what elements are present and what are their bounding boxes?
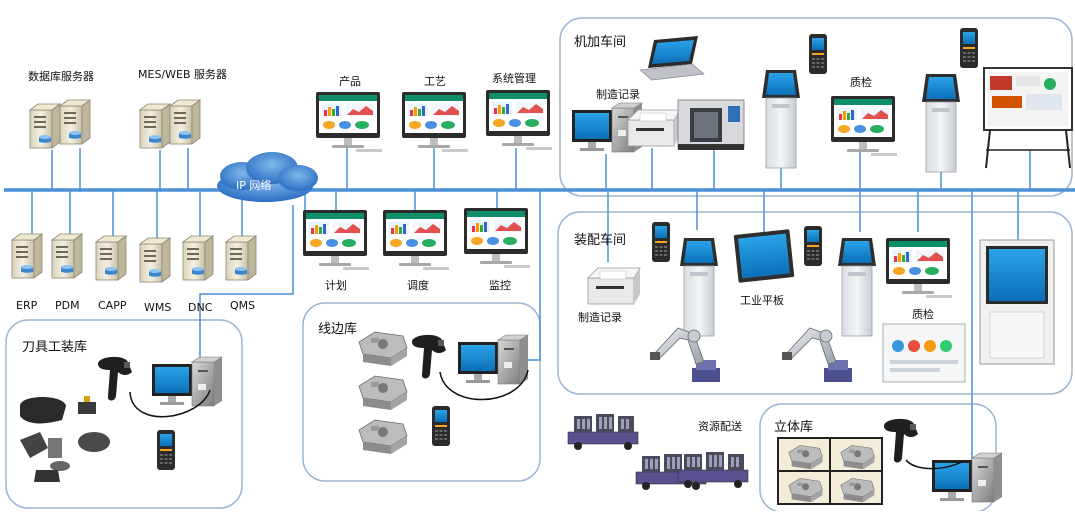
system-label-dnc: DNC bbox=[188, 301, 213, 314]
label-schedule: 调度 bbox=[407, 279, 429, 292]
label-process: 工艺 bbox=[424, 75, 446, 88]
server-dnc bbox=[182, 235, 214, 281]
cloud-label: IP 网络 bbox=[236, 179, 272, 192]
machining-zone-title: 机加车间 bbox=[574, 35, 627, 50]
mes-web-server-2 bbox=[169, 99, 201, 145]
database-server-2 bbox=[59, 99, 91, 145]
quality-screen-icon bbox=[882, 323, 966, 383]
tooling-pc bbox=[151, 356, 223, 407]
delivery-label: 资源配送 bbox=[698, 420, 742, 433]
assembly-quality-monitor bbox=[886, 238, 952, 298]
line-side-fixture-3 bbox=[358, 419, 408, 455]
warehouse-zone-title: 立体库 bbox=[774, 420, 814, 435]
monitor-system-admin bbox=[486, 90, 552, 150]
zone-tooling bbox=[5, 319, 243, 509]
label-monitoring: 监控 bbox=[489, 279, 511, 292]
assembly-printer bbox=[587, 267, 641, 305]
machining-handheld-1 bbox=[809, 34, 827, 74]
warehouse-pc bbox=[931, 452, 1003, 503]
line-side-scanner-cable bbox=[439, 369, 529, 401]
robot-arm-2 bbox=[781, 327, 853, 383]
line-side-zone-title: 线边库 bbox=[318, 322, 358, 337]
zone-line-side bbox=[302, 302, 541, 482]
assembly-zone-title: 装配车间 bbox=[574, 233, 627, 248]
line-side-scanner bbox=[412, 334, 446, 379]
tooling-zone-title: 刀具工装库 bbox=[22, 340, 88, 355]
cnc-machine-icon bbox=[677, 99, 745, 150]
mes-web-server-label: MES/WEB 服务器 bbox=[138, 68, 227, 81]
server-capp bbox=[95, 235, 127, 281]
industrial-tablet-icon bbox=[733, 229, 795, 283]
monitor-process bbox=[402, 92, 468, 152]
machining-handheld-2 bbox=[960, 28, 978, 68]
system-label-capp: CAPP bbox=[98, 299, 127, 312]
assembly-record-label: 制造记录 bbox=[578, 311, 622, 324]
machining-printer bbox=[627, 109, 681, 147]
tooling-parts-icon bbox=[20, 396, 110, 482]
assembly-kiosk-2 bbox=[837, 237, 877, 337]
line-side-fixture-2 bbox=[358, 375, 408, 411]
warehouse-scanner-cable bbox=[905, 459, 963, 470]
warehouse-scanner bbox=[884, 418, 918, 463]
electronic-board-icon bbox=[983, 67, 1073, 169]
label-plan: 计划 bbox=[325, 279, 347, 292]
assembly-tablet-label: 工业平板 bbox=[740, 294, 784, 307]
server-erp bbox=[11, 233, 43, 279]
tooling-scanner-cable bbox=[129, 389, 211, 418]
assembly-kiosk-1 bbox=[679, 237, 719, 337]
machining-quality-monitor bbox=[831, 96, 897, 156]
network-links bbox=[31, 148, 1031, 460]
database-server-label: 数据库服务器 bbox=[28, 70, 94, 83]
monitor-product bbox=[316, 92, 382, 152]
system-label-qms: QMS bbox=[230, 299, 256, 312]
laptop-icon bbox=[639, 36, 705, 81]
label-system-admin: 系统管理 bbox=[492, 72, 536, 85]
system-label-pdm: PDM bbox=[55, 299, 80, 312]
monitor-monitoring bbox=[464, 208, 530, 268]
ip-network-cloud bbox=[217, 152, 318, 202]
agv-cart-1 bbox=[567, 413, 639, 451]
large-display-icon bbox=[979, 239, 1055, 365]
agv-cart-3 bbox=[677, 451, 749, 489]
machining-kiosk-2 bbox=[921, 73, 961, 173]
assembly-handheld-2 bbox=[804, 226, 822, 266]
storage-rack-icon bbox=[777, 437, 883, 505]
tooling-handheld bbox=[157, 430, 175, 470]
database-server-1 bbox=[29, 103, 61, 149]
machining-record-label: 制造记录 bbox=[596, 88, 640, 101]
monitor-schedule bbox=[383, 210, 449, 270]
assembly-quality-label: 质检 bbox=[912, 308, 934, 321]
label-product: 产品 bbox=[339, 75, 361, 88]
server-wms bbox=[139, 237, 171, 283]
tooling-scanner bbox=[98, 356, 132, 401]
assembly-handheld-1 bbox=[652, 222, 670, 262]
zone-assembly bbox=[557, 211, 1073, 395]
server-pdm bbox=[51, 233, 83, 279]
machining-kiosk-1 bbox=[761, 69, 801, 169]
system-label-erp: ERP bbox=[16, 299, 38, 312]
machining-quality-label: 质检 bbox=[850, 76, 872, 89]
line-side-pc bbox=[457, 334, 529, 385]
mes-web-server-1 bbox=[139, 103, 171, 149]
system-label-wms: WMS bbox=[144, 301, 172, 314]
line-side-handheld bbox=[432, 406, 450, 446]
server-qms bbox=[225, 235, 257, 281]
monitor-plan bbox=[303, 210, 369, 270]
line-side-fixture-1 bbox=[358, 331, 408, 367]
